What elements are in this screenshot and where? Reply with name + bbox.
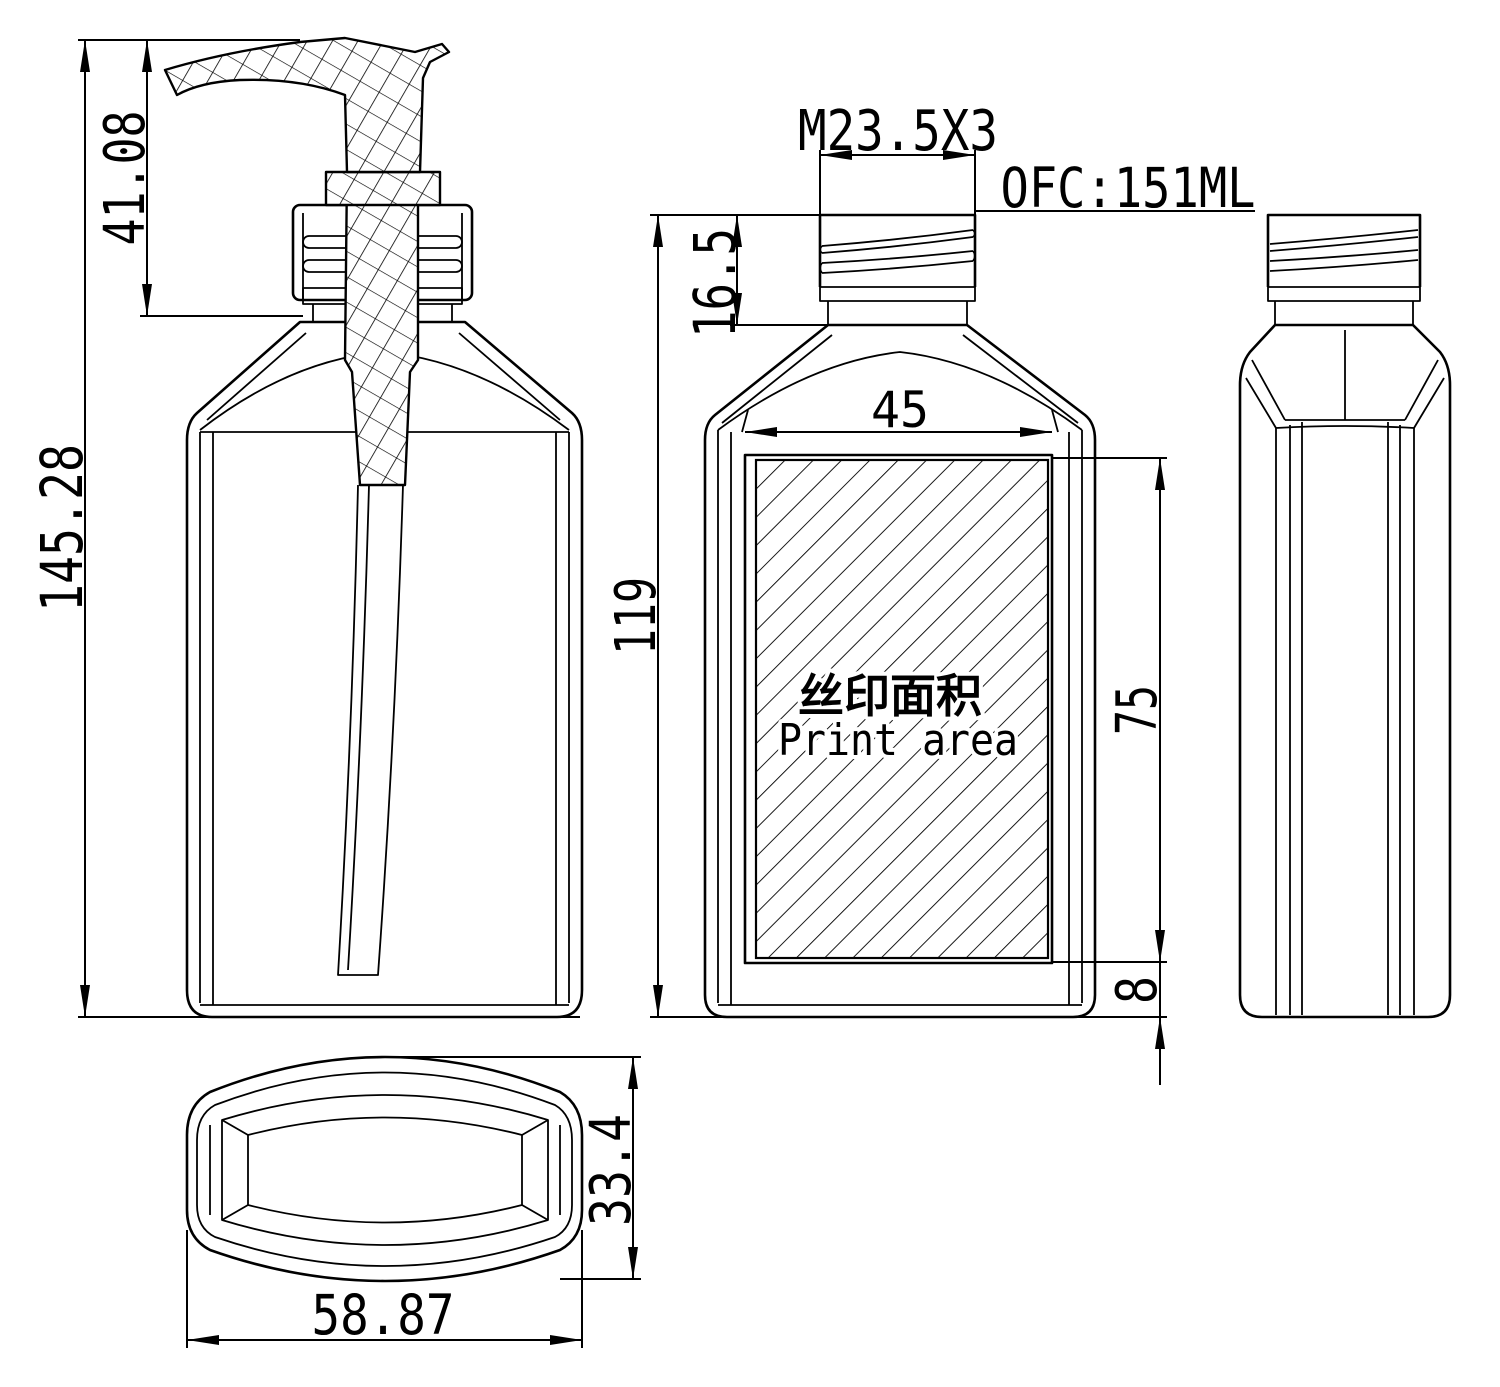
- capacity-label: OFC:151ML: [1001, 156, 1256, 220]
- side-bevel-left: [1245, 359, 1286, 429]
- shoulder-inner-right: [458, 332, 561, 421]
- side-bevel-right: [1404, 359, 1445, 429]
- side-neck-finish: [1266, 213, 1422, 287]
- side-neck: [1274, 301, 1414, 325]
- front-view-bottle: 丝印面积 Print area: [703, 213, 1097, 1019]
- side-body-outline: [1238, 323, 1452, 1019]
- cap-inner-walls: [302, 213, 463, 300]
- dip-tube: [337, 484, 404, 976]
- pump-actuator-head: [163, 36, 451, 174]
- side-panel-lines-right: [1387, 422, 1415, 1015]
- shoulder-inner-left: [721, 334, 833, 424]
- side-neck-thread: [1269, 229, 1419, 272]
- dim-bottle-height-label: 119: [604, 577, 669, 655]
- bottom-corner-lines: [221, 1119, 549, 1221]
- body-right-edge-lines: [1068, 430, 1083, 1005]
- print-area-label-en: Print area: [778, 715, 1018, 766]
- shoulder-inner-left: [206, 332, 307, 421]
- bottle-neck: [312, 304, 453, 322]
- side-view-bottle: [1238, 213, 1452, 1019]
- print-area-label-cn: 丝印面积: [798, 669, 982, 723]
- dim-overall-height-label: 145.28: [28, 444, 96, 612]
- pump-stem: [343, 170, 420, 487]
- dim-bottom-width-label: 58.87: [312, 1283, 455, 1347]
- bottom-inner-ring: [196, 1071, 573, 1267]
- dim-bottom-depth-label: 33.4: [579, 1114, 644, 1226]
- support-ring: [819, 286, 976, 302]
- bottom-outline: [185, 1055, 584, 1283]
- bottom-base: [247, 1116, 523, 1224]
- print-area-hatch: [754, 458, 1050, 960]
- dim-neck-height-label: 16.5: [681, 228, 749, 338]
- dim-print-offset-label: 8: [1105, 976, 1170, 1004]
- dim-thread-label: M23.5X3: [798, 99, 998, 164]
- bottle-neck: [827, 301, 968, 325]
- neck-thread: [821, 229, 974, 274]
- neck-thread-ends: [819, 229, 976, 274]
- dim-pump-height-label: 41.08: [93, 111, 158, 246]
- body-left-edge-lines: [199, 432, 214, 1005]
- body-left-edge-lines: [717, 430, 732, 1005]
- shoulder-corner-details: [741, 409, 1059, 433]
- shoulder-inner-right: [962, 334, 1079, 424]
- bottom-side-lines: [209, 1125, 561, 1215]
- side-support-ring: [1267, 286, 1421, 302]
- dim-print-width-label: 45: [871, 381, 929, 439]
- dip-tube-inner-line: [347, 484, 370, 971]
- body-right-edge-lines: [555, 432, 570, 1005]
- bottom-view: [185, 1055, 584, 1283]
- print-area-border: [743, 453, 1054, 965]
- pump-actuator-collar: [324, 170, 442, 207]
- side-panel-lines-left: [1275, 422, 1303, 1015]
- side-panel-top: [1275, 419, 1415, 429]
- dimensions: 145.28 41.08 119 16.5 M23.5X3 OFC:151ML …: [28, 39, 1256, 1348]
- dim-print-height-label: 75: [1105, 685, 1170, 735]
- front-view-with-pump: [163, 36, 584, 1019]
- shoulder-crease: [717, 351, 1083, 431]
